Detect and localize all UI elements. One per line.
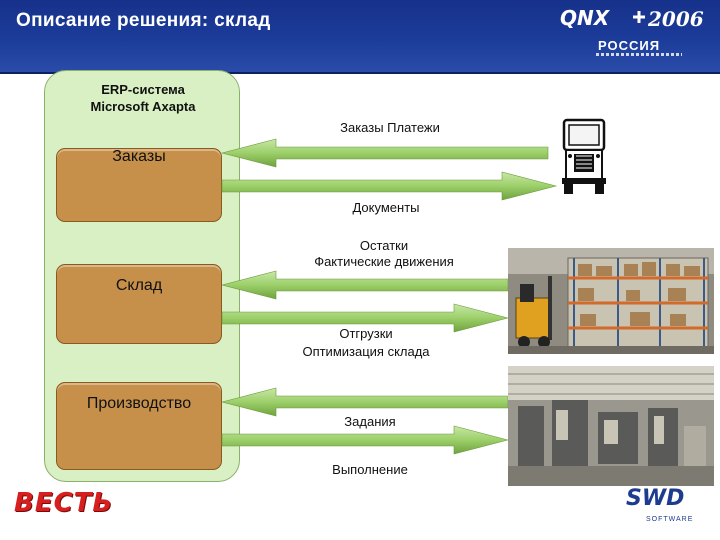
arrow-orders-payments <box>220 138 549 168</box>
label-balances: Остатки <box>359 238 409 253</box>
module-orders: Заказы <box>56 148 222 222</box>
arrow-documents <box>221 171 558 201</box>
qnx-logo: QNX 2006 РОССИЯ <box>560 6 710 64</box>
header-bar: Описание решения: склад QNX 2006 РОССИЯ <box>0 0 720 74</box>
label-execution: Выполнение <box>332 462 408 477</box>
module-warehouse: Склад <box>56 264 222 344</box>
swd-logo-text: SWD <box>626 486 685 511</box>
module-orders-label: Заказы <box>112 148 166 165</box>
erp-title-line2: Microsoft Axapta <box>90 99 196 114</box>
truck-icon <box>562 118 606 194</box>
warehouse-photo <box>508 248 714 354</box>
module-warehouse-label: Склад <box>115 277 163 294</box>
qnx-logo-country: РОССИЯ <box>598 38 661 53</box>
logo-tagline-decoration <box>596 53 682 56</box>
arrow-execution <box>221 425 510 455</box>
production-photo <box>508 366 714 486</box>
qnx-logo-year: 2006 <box>648 7 704 31</box>
label-orders-payments: Заказы Платежи <box>340 120 440 135</box>
vest-logo: ВЕСТЬ <box>14 488 114 518</box>
arrow-balances-movements <box>220 270 509 300</box>
arrow-tasks <box>220 387 509 417</box>
swd-logo-sub: SOFTWARE <box>646 516 694 523</box>
cross-icon <box>633 11 645 23</box>
module-production-label: Производство <box>86 395 192 412</box>
slide-title: Описание решения: склад <box>16 10 271 31</box>
label-tasks: Задания <box>344 414 396 429</box>
label-warehouse-optimization: Оптимизация склада <box>302 344 430 359</box>
erp-title-line1: ERP-система <box>101 82 185 97</box>
label-actual-movements: Фактические движения <box>314 254 454 269</box>
arrow-shipments-optimization <box>221 303 510 333</box>
swd-logo: SWD SOFTWARE <box>618 486 696 530</box>
module-production: Производство <box>56 382 222 470</box>
label-documents: Документы <box>352 200 420 215</box>
qnx-logo-brand: QNX <box>560 6 610 30</box>
erp-system-title: ERP-система Microsoft Axapta <box>45 81 241 115</box>
label-shipments: Отгрузки <box>339 326 393 341</box>
